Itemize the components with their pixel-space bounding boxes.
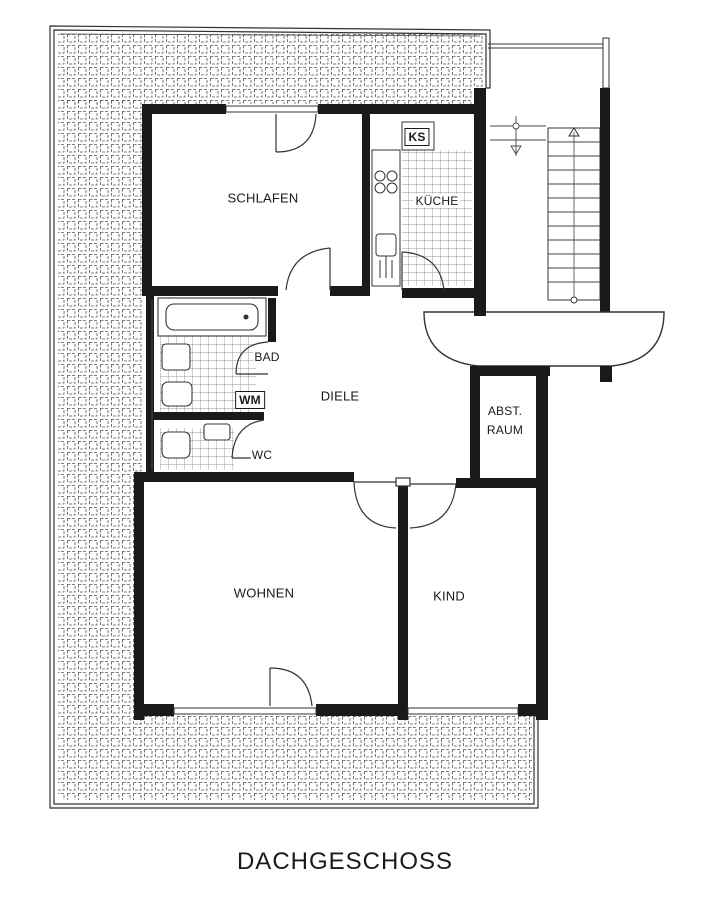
room-label-kind: KIND xyxy=(433,588,465,604)
room-label-wc: WC xyxy=(250,448,274,462)
room-label-wohnen: WOHNEN xyxy=(233,585,295,601)
room-label-schlafen: SCHLAFEN xyxy=(227,190,299,206)
bath-fixtures xyxy=(157,297,267,459)
landing-balcony xyxy=(423,311,665,367)
terrace xyxy=(49,25,539,809)
room-label-abst: ABST. xyxy=(487,404,523,418)
room-label-diele: DIELE xyxy=(320,388,360,404)
stair-railing xyxy=(488,37,610,89)
doors xyxy=(231,113,457,707)
kitchen-floor xyxy=(402,150,472,286)
room-label-ks: KS xyxy=(404,128,430,146)
room-label-raum: RAUM xyxy=(486,423,524,437)
staircase xyxy=(490,88,610,316)
windows xyxy=(173,105,519,715)
room-label-bad: BAD xyxy=(253,350,281,364)
walls xyxy=(134,88,612,720)
room-label-wm: WM xyxy=(235,391,265,409)
plan-title: DACHGESCHOSS xyxy=(236,848,454,875)
room-label-kueche: KÜCHE xyxy=(413,194,461,208)
